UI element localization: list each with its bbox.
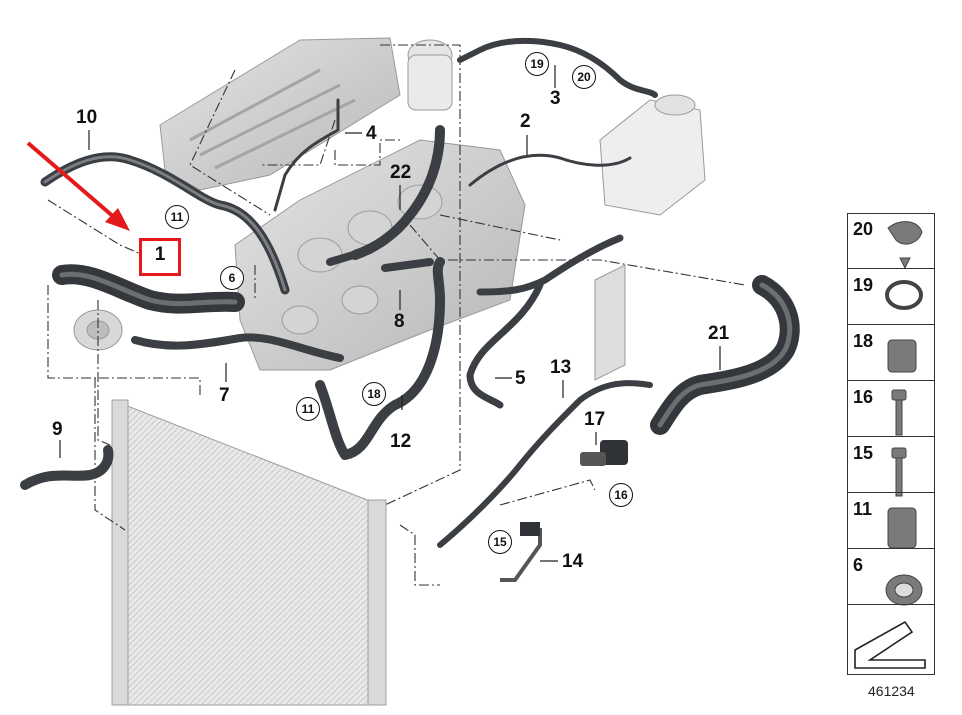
part-label-9[interactable]: 9: [52, 419, 63, 440]
legend-number: 20: [853, 219, 874, 239]
part-label-22[interactable]: 22: [390, 162, 412, 183]
legend-number: 15: [853, 443, 874, 463]
legend-cell-18[interactable]: 18: [847, 325, 935, 381]
circled-label-20[interactable]: 20: [572, 65, 596, 89]
circled-label-16[interactable]: 16: [609, 483, 633, 507]
circled-label-19[interactable]: 19: [525, 52, 549, 76]
expansion-tank-small: [407, 39, 453, 111]
diagram-reference-number: 461234: [868, 683, 915, 699]
legend-cell-15[interactable]: 15: [847, 437, 935, 493]
legend-cell-6[interactable]: 6: [847, 549, 935, 605]
part-label-4[interactable]: 4: [366, 123, 377, 144]
part-1-label: 1: [154, 244, 166, 265]
part-label-21[interactable]: 21: [708, 323, 730, 344]
intake-manifold: [159, 37, 401, 191]
part-label-14[interactable]: 14: [562, 551, 584, 572]
part-label-17[interactable]: 17: [584, 409, 606, 430]
highlighted-part-1[interactable]: 1: [139, 238, 181, 276]
legend-icons: [854, 221, 926, 669]
part-17-connector: [580, 440, 628, 466]
part-label-7[interactable]: 7: [219, 385, 230, 406]
red-pointer-arrow: [26, 141, 130, 231]
part-label-3[interactable]: 3: [550, 88, 561, 109]
part-label-2[interactable]: 2: [520, 111, 531, 132]
legend-cell-11[interactable]: 11: [847, 493, 935, 549]
legend-cell-19[interactable]: 19: [847, 269, 935, 325]
circled-label-15[interactable]: 15: [488, 530, 512, 554]
water-pump: [73, 309, 123, 351]
engine-block: [234, 139, 526, 371]
legend-cell-20[interactable]: 20: [847, 213, 935, 269]
legend-cell-16[interactable]: 16: [847, 381, 935, 437]
legend-number: 16: [853, 387, 874, 407]
small-parts-legend: [847, 213, 935, 675]
leader-lines: [47, 44, 746, 586]
circled-label-6[interactable]: 6: [220, 266, 244, 290]
auxiliary-cooler: [594, 264, 626, 381]
expansion-tank-large: [599, 94, 706, 216]
part-label-12[interactable]: 12: [390, 431, 412, 452]
label-leaders: [59, 65, 721, 562]
radiator: [111, 399, 387, 706]
legend-cells: 20 19 18 16 15 11 6: [847, 213, 935, 680]
part-label-10[interactable]: 10: [76, 107, 98, 128]
circled-label-18[interactable]: 18: [362, 382, 386, 406]
part-label-8[interactable]: 8: [394, 311, 405, 332]
circled-label-11-upper[interactable]: 11: [165, 205, 189, 229]
part-label-13[interactable]: 13: [550, 357, 572, 378]
part-label-5[interactable]: 5: [515, 368, 526, 389]
hoses: [20, 37, 800, 548]
legend-cell-orientation: [847, 605, 935, 680]
circled-label-11-lower[interactable]: 11: [296, 397, 320, 421]
legend-number: 19: [853, 275, 874, 295]
part-14-bracket: [500, 522, 542, 582]
legend-number: 6: [853, 555, 864, 575]
legend-number: 18: [853, 331, 874, 351]
legend-number: 11: [853, 499, 873, 519]
